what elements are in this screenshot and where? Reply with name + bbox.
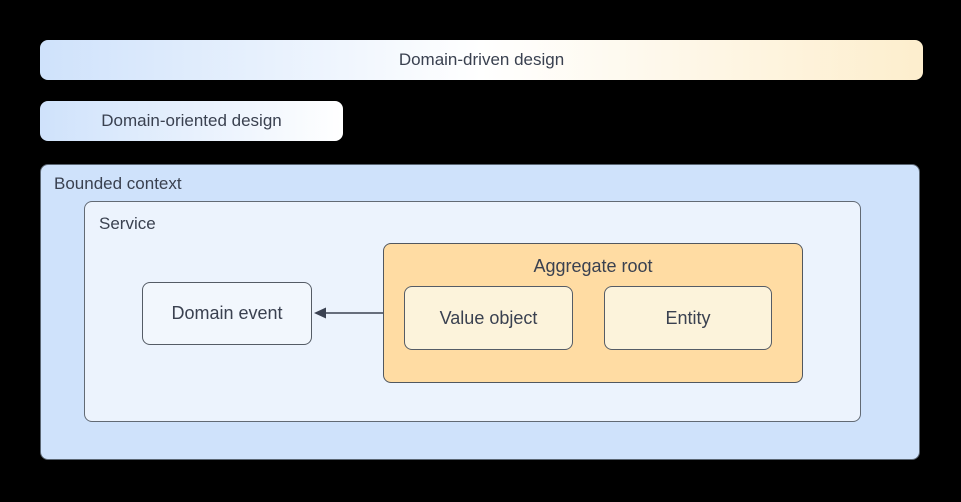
arrowhead-icon xyxy=(314,307,326,319)
banner-domain-driven-design-label: Domain-driven design xyxy=(398,50,565,69)
bounded-context-box: Bounded context Service Domain event Agg… xyxy=(40,164,920,460)
banner-domain-driven-design: Domain-driven design xyxy=(40,40,923,80)
banner-domain-oriented-design-label: Domain-oriented design xyxy=(101,111,282,130)
aggregate-root-label: Aggregate root xyxy=(533,256,653,276)
entity-label: Entity xyxy=(665,307,711,328)
domain-event-label: Domain event xyxy=(171,303,283,323)
value-object-box: Value object xyxy=(404,286,573,350)
entity-box: Entity xyxy=(604,286,772,350)
bounded-context-label: Bounded context xyxy=(54,174,182,193)
value-object-label: Value object xyxy=(439,307,538,328)
banner-domain-oriented-design: Domain-oriented design xyxy=(40,101,343,141)
arrow-aggregate-root-to-domain-event xyxy=(314,307,383,319)
service-box: Service Domain event Aggregate root Valu… xyxy=(84,201,861,422)
service-label: Service xyxy=(99,214,156,233)
domain-event-box: Domain event xyxy=(142,282,312,345)
aggregate-root-box: Aggregate root Value object Entity xyxy=(383,243,803,383)
